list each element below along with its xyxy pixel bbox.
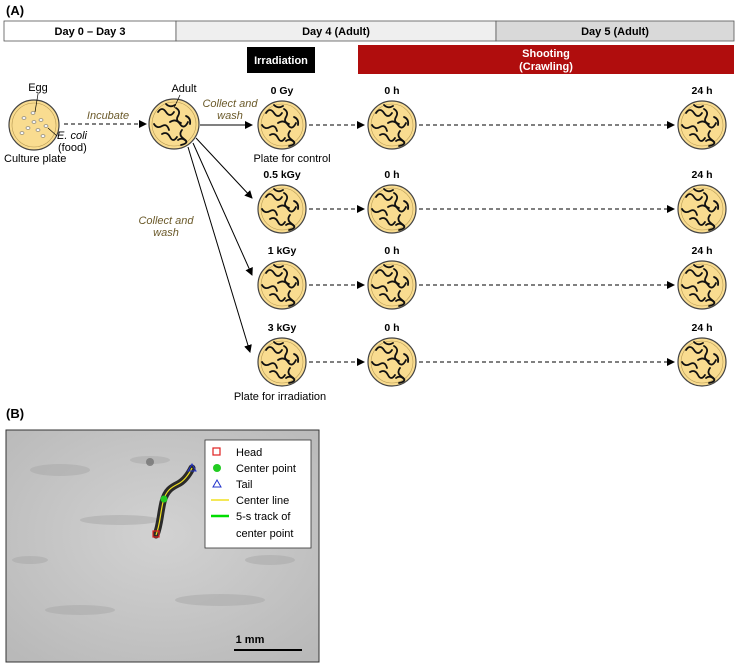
dose-3kgy-plate-0 <box>257 337 307 387</box>
dose-3kgy-plate-2 <box>677 337 727 387</box>
dose-0-5kgy-row: 0.5 kGy 0 h 24 h <box>257 169 727 234</box>
timeline-bar: Day 0 – Day 3 Day 4 (Adult) Day 5 (Adult… <box>3 20 735 42</box>
dose-0-5kgy-plate-1 <box>367 184 417 234</box>
dose-0gy-time-0h: 0 h <box>384 85 399 97</box>
dose-3kgy-time-0h: 0 h <box>384 322 399 334</box>
panel-a-label: (A) <box>6 3 24 18</box>
center-point-marker <box>160 495 168 503</box>
tail-marker <box>187 462 197 472</box>
legend-track-line1: 5-s track of <box>236 511 291 523</box>
timeline-day0-3-label: Day 0 – Day 3 <box>55 26 126 38</box>
micrograph: Head Center point Tail Center line 5-s t… <box>5 429 320 663</box>
legend-center-line: Center line <box>236 495 289 507</box>
dose-0gy-label: 0 Gy <box>271 85 294 97</box>
adult-plate <box>148 98 200 150</box>
dose-3kgy-time-24h: 24 h <box>691 322 712 334</box>
irradiation-label: Irradiation <box>254 55 308 67</box>
irradiation-box <box>247 47 315 73</box>
food-label: (food) <box>58 142 87 154</box>
dose-1kgy-plate-2 <box>677 260 727 310</box>
center-line <box>155 467 193 536</box>
dose-1kgy-plate-1 <box>367 260 417 310</box>
timeline-day5 <box>495 20 735 42</box>
legend-tail-icon <box>212 478 222 488</box>
dose-0-5kgy-plate-0 <box>257 184 307 234</box>
culture-plate-label: Culture plate <box>4 153 66 165</box>
adult-label: Adult <box>171 83 196 95</box>
transfer-arrows <box>187 121 253 353</box>
legend: Head Center point Tail Center line 5-s t… <box>204 439 312 549</box>
culture-plate <box>8 99 60 151</box>
legend-head-icon <box>212 447 221 456</box>
collect-wash-side-line2: wash <box>153 227 179 239</box>
shooting-label-line2: (Crawling) <box>519 61 573 73</box>
plate-irradiation-label: Plate for irradiation <box>234 391 326 403</box>
legend-center-point-icon <box>213 464 221 472</box>
dose-0gy-row: 0 Gy 0 h 24 h <box>257 85 727 150</box>
collect-wash-top-line1: Collect and <box>202 98 258 110</box>
dose-0-5kgy-plate-2 <box>677 184 727 234</box>
legend-tail: Tail <box>236 479 253 491</box>
egg-icon <box>19 111 49 138</box>
legend-track-line2: center point <box>236 528 293 540</box>
shooting-label-line1: Shooting <box>522 48 570 60</box>
legend-head: Head <box>236 447 262 459</box>
collect-wash-top-line2: wash <box>217 110 243 122</box>
timeline-day5-label: Day 5 (Adult) <box>581 26 649 38</box>
dose-3kgy-plate-1 <box>367 337 417 387</box>
dose-0gy-plate-0 <box>257 100 307 150</box>
egg-label: Egg <box>28 82 48 94</box>
head-marker <box>152 530 160 538</box>
dose-1kgy-plate-0 <box>257 260 307 310</box>
incubate-label: Incubate <box>87 110 129 122</box>
dose-3kgy-row: 3 kGy 0 h 24 h <box>257 322 727 387</box>
dose-0gy-plate-1 <box>367 100 417 150</box>
dose-0gy-time-24h: 24 h <box>691 85 712 97</box>
collect-wash-side-line1: Collect and <box>138 215 194 227</box>
plate-control-label: Plate for control <box>253 153 330 165</box>
timeline-day4-label: Day 4 (Adult) <box>302 26 370 38</box>
dose-0-5kgy-time-24h: 24 h <box>691 169 712 181</box>
dose-1kgy-time-24h: 24 h <box>691 245 712 257</box>
dose-3kgy-label: 3 kGy <box>268 322 297 334</box>
legend-center-point: Center point <box>236 463 296 475</box>
panel-b-label: (B) <box>6 406 24 421</box>
dose-1kgy-time-0h: 0 h <box>384 245 399 257</box>
scale-bar-label: 1 mm <box>236 634 265 646</box>
dose-1kgy-label: 1 kGy <box>268 245 297 257</box>
dose-0gy-plate-2 <box>677 100 727 150</box>
ecoli-label: E. coli <box>57 130 88 142</box>
dose-1kgy-row: 1 kGy 0 h 24 h <box>257 245 727 310</box>
dose-0-5kgy-label: 0.5 kGy <box>263 169 301 181</box>
dose-0-5kgy-time-0h: 0 h <box>384 169 399 181</box>
shooting-box <box>358 45 734 74</box>
